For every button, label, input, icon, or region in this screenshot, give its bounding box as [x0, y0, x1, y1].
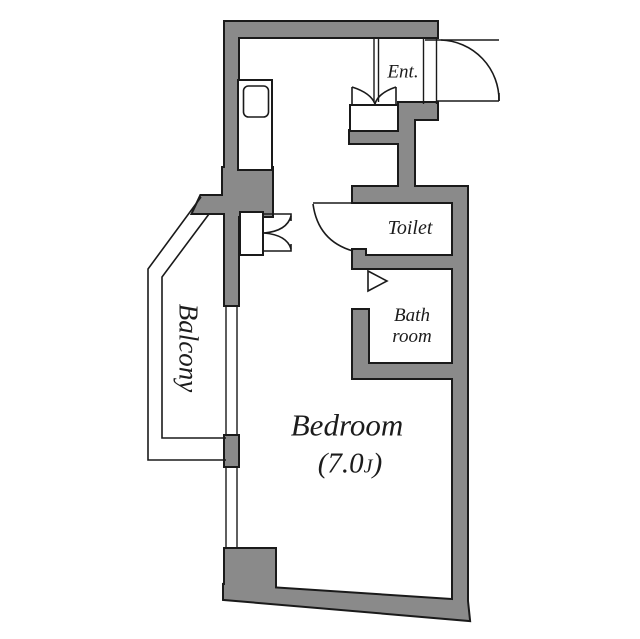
shoe-cabinet-icon: [349, 86, 399, 132]
toilet-door-icon: [312, 202, 355, 252]
bedroom-size-suffix: ): [372, 447, 383, 480]
entrance-door-icon: [422, 37, 500, 104]
closet-icon: [239, 211, 292, 256]
bedroom-size-prefix: (7.0: [317, 447, 364, 480]
bedroom-size-unit: J: [363, 455, 373, 478]
bathroom-label-line2: room: [392, 326, 432, 347]
entrance-label: Ent.: [387, 61, 419, 83]
bathroom-label-line1: Bath: [394, 305, 430, 326]
bathroom-door-icon: [367, 269, 389, 293]
balcony-label: Balcony: [173, 303, 204, 393]
bedroom-label: Bedroom: [290, 407, 404, 443]
bathroom-label: Bath room: [392, 305, 431, 347]
kitchen-sink-icon: [242, 85, 270, 118]
toilet-label: Toilet: [387, 217, 433, 239]
bedroom-size-label: (7.0J): [317, 447, 383, 480]
entrance-step-line: [373, 37, 380, 102]
balcony-window-icon: [225, 305, 238, 549]
kitchen-counter: [237, 79, 273, 171]
balcony-outline: [147, 196, 226, 461]
